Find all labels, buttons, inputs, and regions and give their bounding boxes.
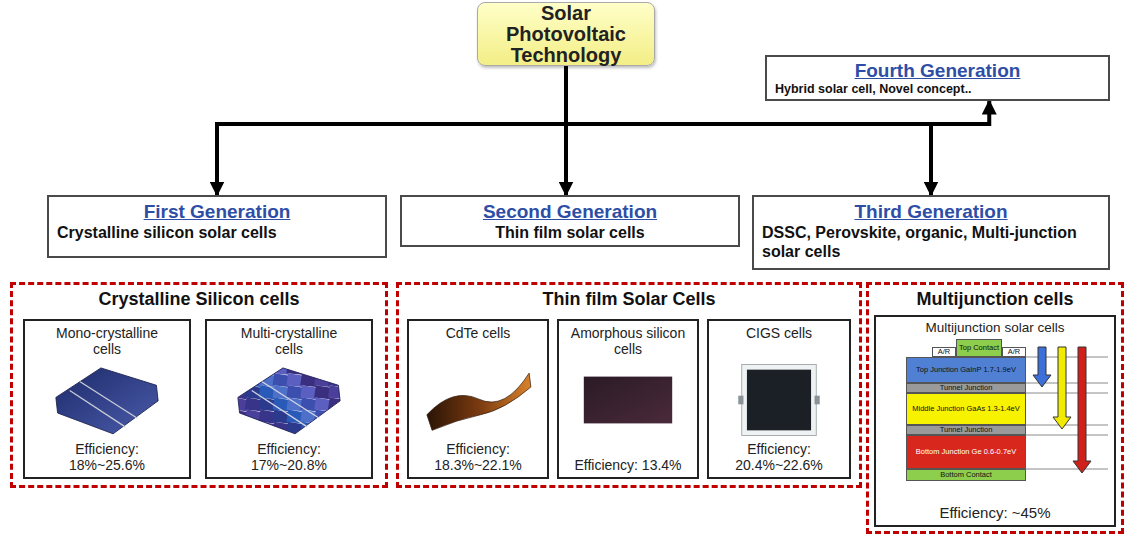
node-body: Efficiency: 20.4%~22.6% bbox=[723, 441, 835, 473]
node-title: Bottom Junction Ge 0.6-0.7eV bbox=[916, 448, 1016, 456]
node-title: Amorphous silicon cells bbox=[564, 325, 692, 357]
node-title: Second Generation bbox=[410, 200, 730, 223]
node-title: Tunnel Junction bbox=[940, 384, 993, 392]
cell-card: Mono-crystalline cellsEfficiency: 18%~25… bbox=[23, 319, 191, 479]
node-body: Efficiency: 18%~25.6% bbox=[51, 441, 163, 473]
cell-illustration bbox=[569, 361, 687, 439]
junction-layer: Middle Junction GaAs 1.3-1.4eV bbox=[906, 393, 1026, 425]
node-body: Thin film solar cells bbox=[410, 223, 730, 242]
node-title: Multijunction solar cells bbox=[926, 320, 1065, 336]
node-body: Hybrid solar cell, Novel concept.. bbox=[775, 82, 1100, 97]
node-title: CdTe cells bbox=[446, 325, 511, 341]
cell-illustration bbox=[720, 361, 838, 439]
group-region: Crystalline Silicon cellsMono-crystallin… bbox=[10, 282, 388, 488]
root-box: Solar Photovoltaic Technology bbox=[477, 2, 655, 66]
ar-coating: A/R bbox=[1002, 347, 1026, 357]
node-title: Tunnel Junction bbox=[940, 426, 993, 434]
node-body: Efficiency: ~45% bbox=[939, 504, 1050, 522]
node-title: Multi-crystalline cells bbox=[225, 325, 353, 357]
node-body: Efficiency: 18.3%~22.1% bbox=[422, 441, 534, 473]
generation-box: Third GenerationDSSC, Perovskite, organi… bbox=[752, 195, 1110, 270]
node-title: Top Junction GaInP 1.7-1.9eV bbox=[916, 366, 1016, 374]
node-title: Multijunction cells bbox=[873, 288, 1117, 310]
tunnel-layer: Tunnel Junction bbox=[906, 383, 1026, 393]
generation-box: Fourth GenerationHybrid solar cell, Nove… bbox=[765, 55, 1110, 101]
node-title: CIGS cells bbox=[746, 325, 812, 341]
node-title: Third Generation bbox=[762, 200, 1100, 223]
generation-box: Second GenerationThin film solar cells bbox=[400, 195, 740, 247]
cell-card: Multijunction solar cellsEfficiency: ~45… bbox=[874, 315, 1116, 527]
branch-arrow bbox=[217, 66, 566, 195]
contact-layer: Top Contact bbox=[956, 339, 1002, 357]
node-title: Thin film Solar Cells bbox=[403, 288, 855, 310]
node-body: Efficiency: 17%~20.8% bbox=[233, 441, 345, 473]
group-region: Thin film Solar CellsCdTe cellsEfficienc… bbox=[396, 282, 862, 488]
generation-box: First GenerationCrystalline silicon sola… bbox=[47, 195, 387, 258]
cell-illustration bbox=[419, 361, 537, 439]
node-title: Bottom Contact bbox=[940, 471, 992, 479]
cell-card: CIGS cellsEfficiency: 20.4%~22.6% bbox=[707, 319, 851, 479]
node-body: Efficiency: 13.4% bbox=[574, 457, 681, 473]
node-title: Middle Junction GaAs 1.3-1.4eV bbox=[912, 405, 1020, 413]
junction-layer: Top Junction GaInP 1.7-1.9eV bbox=[906, 357, 1026, 383]
ar-coating: A/R bbox=[932, 347, 956, 357]
node-title: Top Contact bbox=[959, 344, 999, 352]
cell-card: Amorphous silicon cellsEfficiency: 13.4% bbox=[557, 319, 699, 479]
node-title: A/R bbox=[1008, 348, 1021, 356]
node-title: Mono-crystalline cells bbox=[43, 325, 171, 357]
node-body: Crystalline silicon solar cells bbox=[57, 223, 377, 242]
junction-layer: Bottom Junction Ge 0.6-0.7eV bbox=[906, 435, 1026, 469]
node-title: First Generation bbox=[57, 200, 377, 223]
tunnel-layer: Tunnel Junction bbox=[906, 425, 1026, 435]
cell-illustration bbox=[48, 361, 166, 439]
group-region: Multijunction cellsMultijunction solar c… bbox=[866, 282, 1124, 534]
node-title: Solar Photovoltaic Technology bbox=[486, 3, 646, 66]
node-title: A/R bbox=[938, 348, 951, 356]
node-body: DSSC, Perovskite, organic, Multi-junctio… bbox=[762, 223, 1100, 261]
contact-layer: Bottom Contact bbox=[906, 469, 1026, 481]
node-title: Crystalline Silicon cells bbox=[17, 288, 381, 310]
cell-illustration bbox=[230, 361, 348, 439]
cell-card: Multi-crystalline cellsEfficiency: 17%~2… bbox=[205, 319, 373, 479]
node-title: Fourth Generation bbox=[775, 59, 1100, 82]
cell-card: CdTe cellsEfficiency: 18.3%~22.1% bbox=[407, 319, 549, 479]
